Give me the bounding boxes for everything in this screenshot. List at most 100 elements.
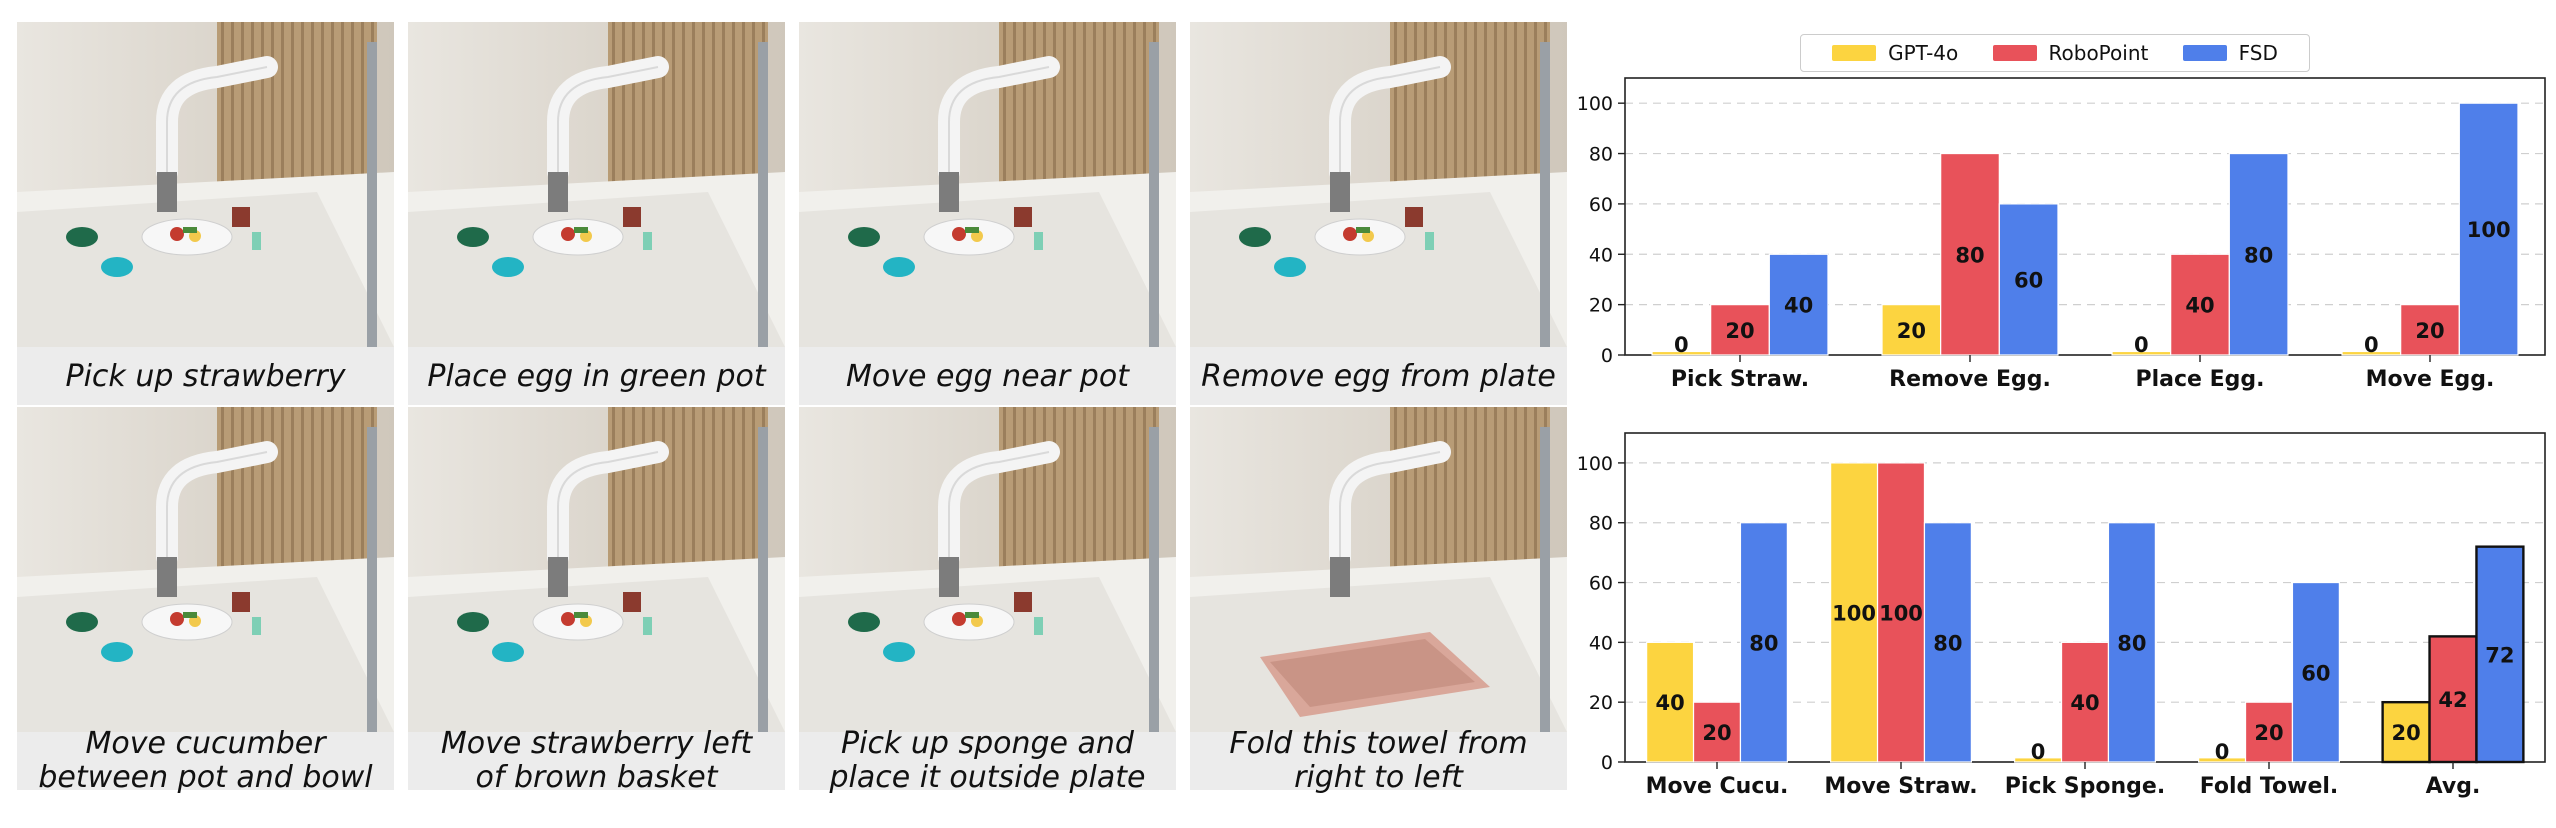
task-caption: Pick up strawberry — [17, 347, 394, 405]
x-tick-label: Fold Towel. — [2200, 774, 2339, 799]
task-caption-line: of brown basket — [475, 760, 718, 795]
x-tick-label: Remove Egg. — [1889, 367, 2051, 392]
x-tick-label: Move Straw. — [1824, 774, 1977, 799]
legend-swatch-gpt4o — [1832, 45, 1877, 61]
robot-scene-photo — [799, 22, 1176, 347]
legend-swatch-fsd — [2182, 45, 2227, 61]
bar — [1830, 462, 1879, 763]
task-caption: Place egg in green pot — [408, 347, 785, 405]
y-tick-label: 80 — [1589, 513, 1613, 535]
bar — [1881, 304, 1942, 356]
bar-value-label: 100 — [1879, 601, 1923, 625]
legend-item-fsd: FSD — [2182, 41, 2278, 65]
x-tick-label: Pick Sponge. — [2005, 774, 2165, 799]
legend-item-gpt4o: GPT-4o — [1832, 41, 1958, 65]
bar-value-label: 20 — [2254, 721, 2283, 745]
x-tick-label: Avg. — [2426, 774, 2481, 799]
robot-scene-photo — [17, 22, 394, 347]
y-tick-label: 60 — [1589, 573, 1613, 595]
bar-value-label: 0 — [1674, 333, 1689, 357]
bar — [1876, 462, 1926, 763]
bar-value-label: 100 — [2467, 218, 2511, 242]
bar — [2244, 701, 2294, 763]
bar-value-label: 72 — [2485, 643, 2514, 667]
task-caption-line: Move cucumber — [85, 726, 326, 761]
task-tile: Remove egg from plate — [1190, 22, 1567, 405]
bar-value-label: 20 — [2391, 721, 2420, 745]
legend-swatch-robopoint — [1992, 45, 2037, 61]
bar-value-label: 100 — [1832, 601, 1876, 625]
bar-value-label: 40 — [1655, 691, 1684, 715]
bar — [1768, 253, 1829, 356]
bar-value-label: 42 — [2438, 688, 2467, 712]
bar-value-label: 80 — [2117, 631, 2146, 655]
y-tick-label: 0 — [1601, 345, 1613, 367]
task-caption-line: Move strawberry left — [440, 726, 753, 761]
bar-value-label: 80 — [2244, 243, 2273, 267]
task-caption: Move egg near pot — [799, 347, 1176, 405]
chart-legend: GPT-4o RoboPoint FSD — [1800, 34, 2310, 72]
robot-scene-photo — [799, 407, 1176, 732]
robot-scene-photo — [408, 407, 785, 732]
bar-value-label: 0 — [2134, 333, 2149, 357]
x-tick-label: Move Egg. — [2366, 367, 2495, 392]
legend-label-fsd: FSD — [2238, 41, 2278, 65]
y-tick-label: 80 — [1589, 144, 1613, 166]
bar — [2400, 304, 2460, 356]
bar — [2228, 152, 2289, 356]
bar-value-label: 60 — [2014, 268, 2043, 292]
bar-value-label: 80 — [1933, 631, 1962, 655]
bar-value-label: 20 — [1702, 721, 1731, 745]
bar-value-label: 40 — [1784, 294, 1813, 318]
bar — [2475, 545, 2525, 764]
task-caption-line: place it outside plate — [829, 760, 1146, 795]
y-tick-label: 60 — [1589, 194, 1613, 216]
robot-scene-photo — [1190, 407, 1567, 732]
bar — [2107, 522, 2156, 763]
y-tick-label: 40 — [1589, 632, 1613, 654]
task-tile: Move egg near pot — [799, 22, 1176, 405]
bar — [2170, 253, 2230, 356]
legend-label-robopoint: RoboPoint — [2048, 41, 2149, 65]
bar-value-label: 80 — [1749, 631, 1778, 655]
bar-value-label: 40 — [2070, 691, 2099, 715]
task-tile: Pick up strawberry — [17, 22, 394, 405]
y-tick-label: 100 — [1577, 453, 1613, 475]
bar — [1923, 522, 1972, 763]
legend-label-gpt4o: GPT-4o — [1888, 41, 1959, 65]
legend-item-robopoint: RoboPoint — [1992, 41, 2149, 65]
task-caption-line: between pot and bowl — [38, 760, 373, 795]
task-tile: Place egg in green pot — [408, 22, 785, 405]
bar-value-label: 0 — [2031, 740, 2046, 764]
bar — [2381, 700, 2431, 764]
task-caption-line: right to left — [1294, 760, 1463, 795]
bar — [2291, 581, 2340, 763]
task-caption-line: Fold this towel from — [1229, 726, 1528, 761]
task-caption: Remove egg from plate — [1190, 347, 1567, 405]
bar-value-label: 60 — [2301, 661, 2330, 685]
robot-scene-photo — [17, 407, 394, 732]
bar — [2458, 102, 2519, 356]
bar-value-label: 80 — [1955, 243, 1984, 267]
bar-value-label: 0 — [2364, 333, 2379, 357]
x-tick-label: Place Egg. — [2135, 367, 2264, 392]
bar-value-label: 20 — [1725, 319, 1754, 343]
plot-frame — [1624, 77, 2546, 356]
bar — [1998, 203, 2059, 356]
y-tick-label: 0 — [1601, 752, 1613, 774]
bar-value-label: 40 — [2185, 294, 2214, 318]
bar — [1739, 522, 1788, 763]
bar — [1646, 641, 1695, 763]
x-tick-label: Move Cucu. — [1646, 774, 1789, 799]
task-caption-line: Pick up sponge and — [841, 726, 1134, 761]
